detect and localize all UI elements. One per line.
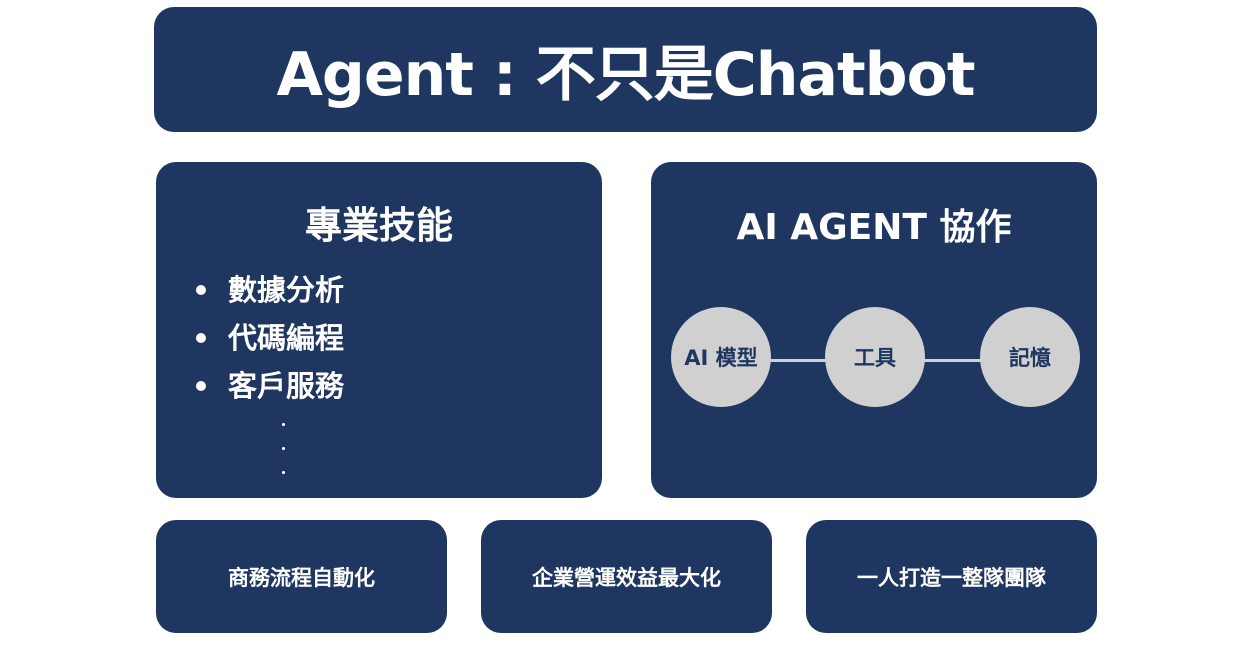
skill-item: 數據分析 — [196, 266, 344, 314]
ellipsis-dot-icon — [282, 447, 285, 450]
skill-item: 代碼編程 — [196, 314, 344, 362]
agent-heading: AI AGENT 協作 — [736, 207, 1012, 248]
skill-label: 數據分析 — [228, 273, 345, 307]
node-memory: 記憶 — [980, 307, 1080, 407]
node-tools: 工具 — [825, 307, 925, 407]
skill-label: 代碼編程 — [228, 321, 345, 355]
skill-label: 客戶服務 — [228, 369, 345, 403]
ellipsis-dot-icon — [282, 423, 285, 426]
skills-panel: 專業技能 數據分析 代碼編程 客戶服務 — [156, 162, 602, 498]
bullet-icon — [196, 381, 206, 391]
connector-line — [761, 359, 835, 362]
page-title: Agent : 不只是Chatbot — [276, 40, 975, 110]
benefit-box-automation: 商務流程自動化 — [156, 520, 447, 633]
skill-list: 數據分析 代碼編程 客戶服務 — [196, 266, 344, 410]
bullet-icon — [196, 285, 206, 295]
skill-item: 客戶服務 — [196, 362, 344, 410]
ellipsis-dot-icon — [282, 471, 285, 474]
benefit-box-team: 一人打造一整隊團隊 — [806, 520, 1097, 633]
node-ai-model: AI 模型 — [671, 307, 771, 407]
bullet-icon — [196, 333, 206, 343]
title-banner: Agent : 不只是Chatbot — [154, 7, 1097, 132]
agent-panel: AI AGENT 協作 AI 模型 工具 記憶 — [651, 162, 1097, 498]
skills-heading: 專業技能 — [305, 204, 453, 247]
benefit-box-efficiency: 企業營運效益最大化 — [481, 520, 772, 633]
connector-line — [915, 359, 989, 362]
